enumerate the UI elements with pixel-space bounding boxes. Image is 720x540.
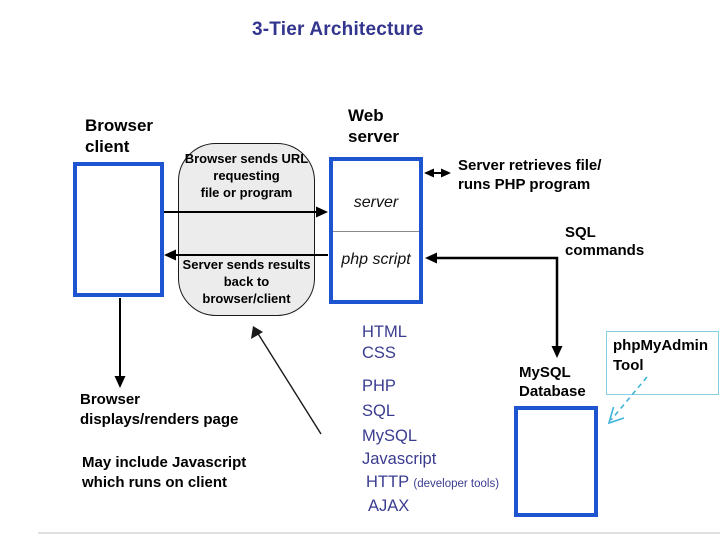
phpmyadmin-label: phpMyAdmin Tool <box>613 337 708 374</box>
sql-commands-note: SQL commands <box>565 224 645 259</box>
browser-client-box <box>73 162 164 297</box>
tech-list-item-php: PHP <box>362 377 396 395</box>
page-title: 3-Tier Architecture <box>252 19 424 40</box>
request-description: Browser sends URL requesting file or pro… <box>184 151 309 200</box>
server-tier-label: server <box>353 194 399 211</box>
server-retrieves-note: Server retrieves file/ runs PHP program <box>458 157 602 193</box>
arrow-server-retrieves-bidirectional-icon <box>424 168 451 178</box>
arrow-tech-to-response-icon <box>251 326 322 435</box>
tech-http-text: HTTP <box>366 473 409 491</box>
developer-tools-note: (developer tools) <box>413 478 500 490</box>
mysql-database-label: MySQL Database <box>519 364 586 400</box>
response-description: Server sends results back to browser/cli… <box>182 257 311 306</box>
tech-list-item-ajax: AJAX <box>368 497 410 515</box>
web-server-divider <box>333 231 419 232</box>
web-server-label: Web server <box>348 106 400 146</box>
browser-displays-note: Browser displays/renders page <box>80 391 239 428</box>
tech-list-item-javascript: Javascript <box>362 450 437 468</box>
request-response-process-box <box>178 143 315 316</box>
tech-list-item-html: HTML <box>362 323 407 341</box>
arrow-sql-elbow-icon <box>425 252 563 358</box>
may-include-js-note: May include Javascript which runs on cli… <box>82 454 247 491</box>
tech-list-item-sql: SQL <box>362 402 396 420</box>
arrow-browser-render-down-icon <box>114 298 126 388</box>
web-server-box <box>329 157 423 304</box>
mysql-database-box <box>514 406 598 517</box>
php-script-tier-label: php script <box>341 251 411 268</box>
browser-client-label: Browser client <box>85 116 154 156</box>
tech-list-item-http: HTTP (developer tools) <box>366 473 499 492</box>
tech-list-item-css: CSS <box>362 344 396 362</box>
tech-list-item-mysql: MySQL <box>362 427 418 445</box>
